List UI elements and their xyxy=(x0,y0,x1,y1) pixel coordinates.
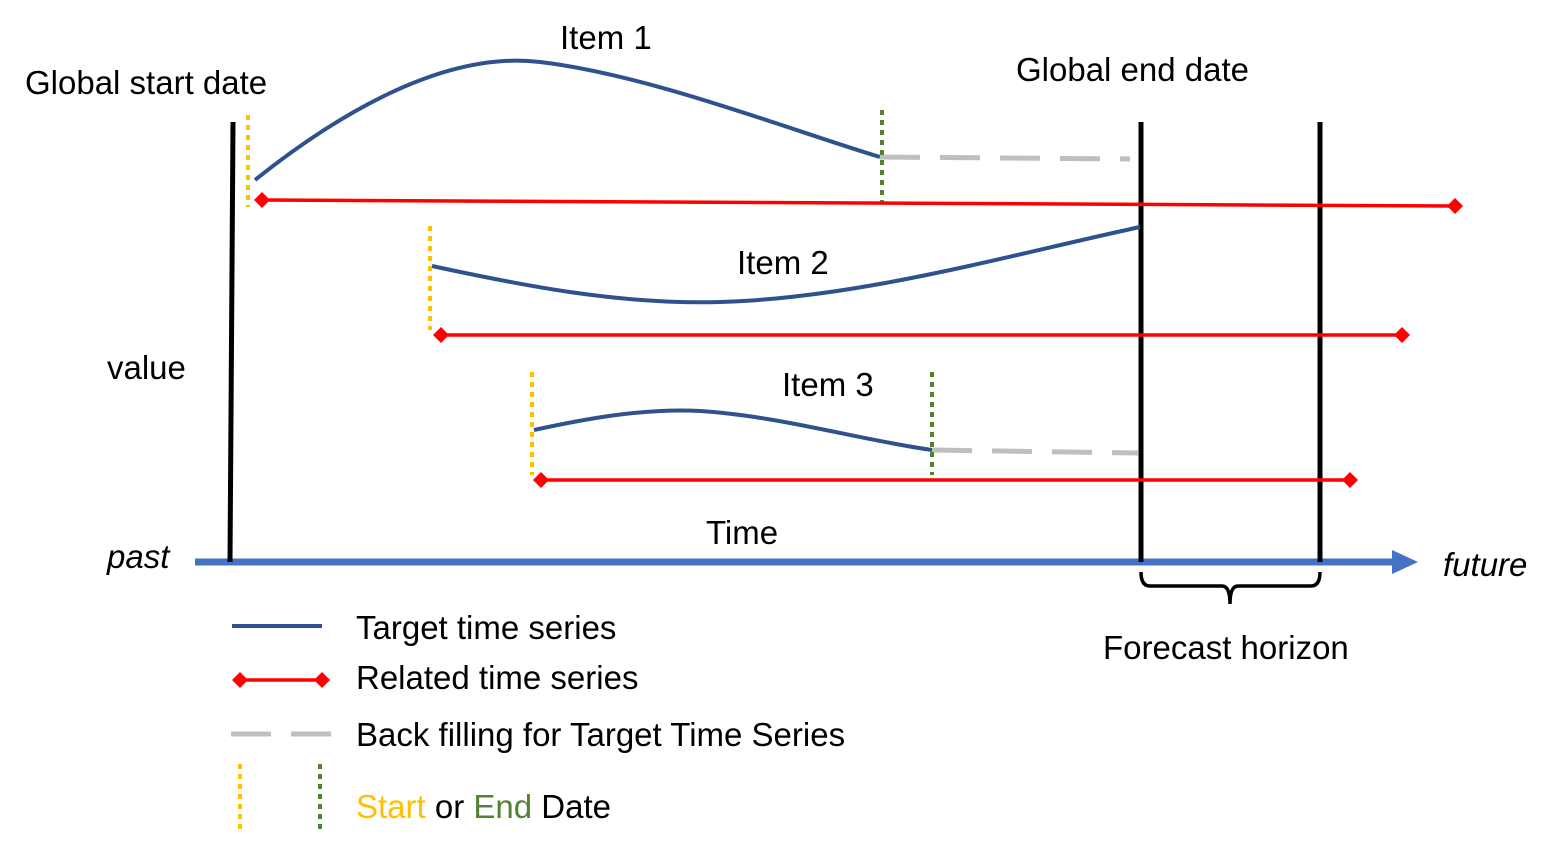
item1-label: Item 1 xyxy=(560,19,652,56)
item3-target-series xyxy=(533,408,933,452)
global-end-label: Global end date xyxy=(1016,51,1249,88)
item1-backfill xyxy=(879,154,1131,162)
global-start-line xyxy=(227,121,236,563)
legend-target-label: Target time series xyxy=(356,609,616,646)
item1-related-series xyxy=(254,192,1463,214)
future-label: future xyxy=(1443,546,1527,583)
time-axis-label: Time xyxy=(706,514,778,551)
curly-brace-icon xyxy=(1139,571,1322,605)
item1-target-series xyxy=(253,58,881,182)
legend-related-label: Related time series xyxy=(356,659,638,696)
item2-label: Item 2 xyxy=(737,244,829,281)
arrow-head-icon xyxy=(1392,550,1418,574)
item3-label: Item 3 xyxy=(782,366,874,403)
past-label: past xyxy=(106,538,171,575)
value-axis-label: value xyxy=(107,349,186,386)
item2-target-series xyxy=(431,225,1141,305)
legend-date-label: Start or End Date xyxy=(356,788,611,825)
legend-end-word: End xyxy=(473,788,532,825)
global-start-label: Global start date xyxy=(25,64,267,101)
legend-backfill-label: Back filling for Target Time Series xyxy=(356,716,845,753)
forecast-horizon-label: Forecast horizon xyxy=(1103,629,1349,666)
legend-or-word: or xyxy=(426,788,474,825)
legend: Target time series Related time series B… xyxy=(231,609,845,832)
legend-start-word: Start xyxy=(356,788,426,825)
item3-backfill xyxy=(931,447,1139,456)
legend-date-word: Date xyxy=(532,788,611,825)
